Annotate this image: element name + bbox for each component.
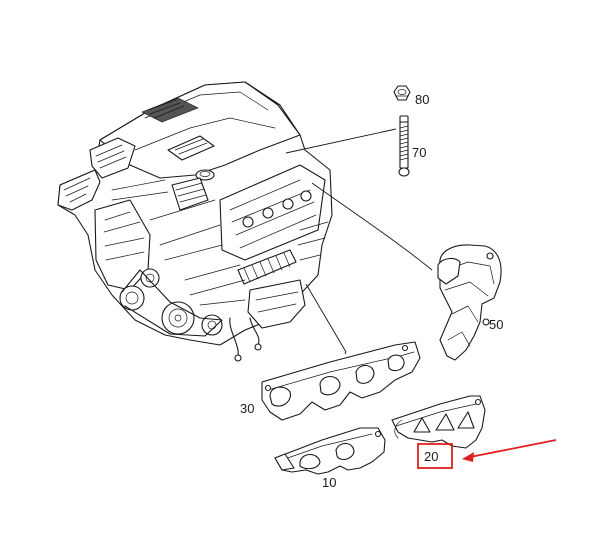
leader-lines [285,128,433,355]
part-50-heat-shield[interactable] [437,244,502,361]
part-70-stud[interactable] [398,115,410,177]
part-80-nut[interactable] [393,85,411,101]
part-20-manifold-shield[interactable] [391,395,486,449]
label-70: 70 [412,145,426,160]
label-30: 30 [240,401,254,416]
label-20: 20 [424,449,438,464]
highlight-arrow [462,439,557,462]
part-30-manifold-shield[interactable] [261,341,421,421]
label-80: 80 [415,92,429,107]
label-10: 10 [322,475,336,490]
label-50: 50 [489,317,503,332]
part-10-manifold-shield[interactable] [274,427,386,475]
label-20-highlight-box [417,443,453,469]
engine-assembly [57,81,333,362]
